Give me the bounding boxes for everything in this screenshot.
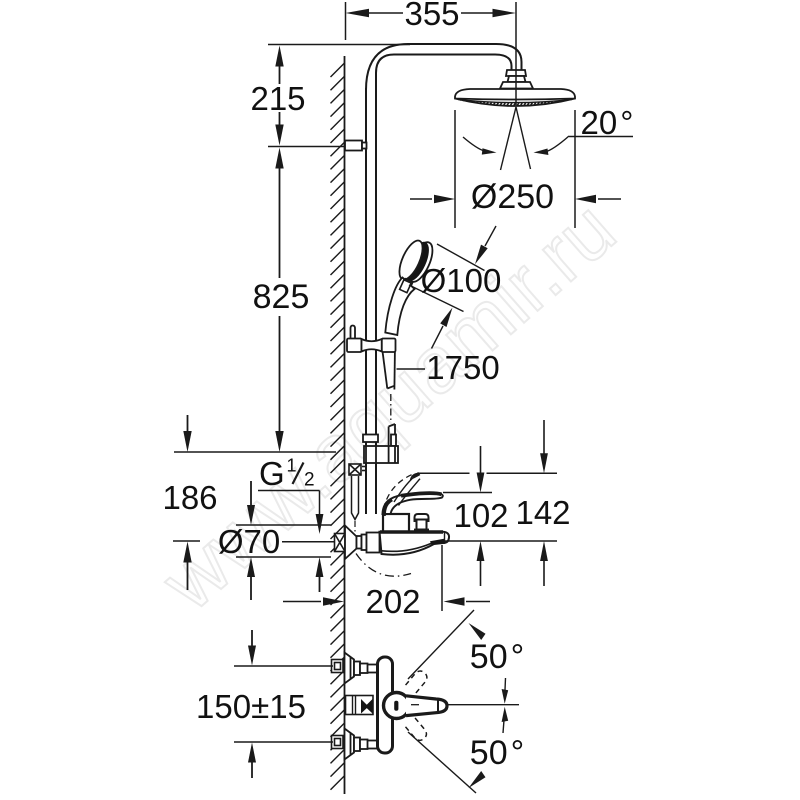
svg-text:G: G xyxy=(259,455,285,492)
svg-text:50°: 50° xyxy=(470,638,524,676)
svg-text:142: 142 xyxy=(515,494,570,531)
svg-text:215: 215 xyxy=(250,80,305,117)
svg-text:Ø100: Ø100 xyxy=(421,262,502,299)
svg-text:Ø250: Ø250 xyxy=(471,178,554,216)
svg-text:20°: 20° xyxy=(581,104,634,141)
svg-text:2: 2 xyxy=(304,470,315,491)
svg-text:Ø70: Ø70 xyxy=(218,523,280,560)
svg-text:102: 102 xyxy=(453,497,508,534)
svg-text:1: 1 xyxy=(287,456,297,476)
svg-text:186: 186 xyxy=(162,479,217,516)
svg-text:355: 355 xyxy=(404,0,459,32)
svg-text:825: 825 xyxy=(253,278,310,316)
svg-text:202: 202 xyxy=(365,583,420,620)
svg-text:1750: 1750 xyxy=(426,349,499,386)
svg-text:50°: 50° xyxy=(470,734,524,772)
svg-text:150±15: 150±15 xyxy=(196,688,306,725)
